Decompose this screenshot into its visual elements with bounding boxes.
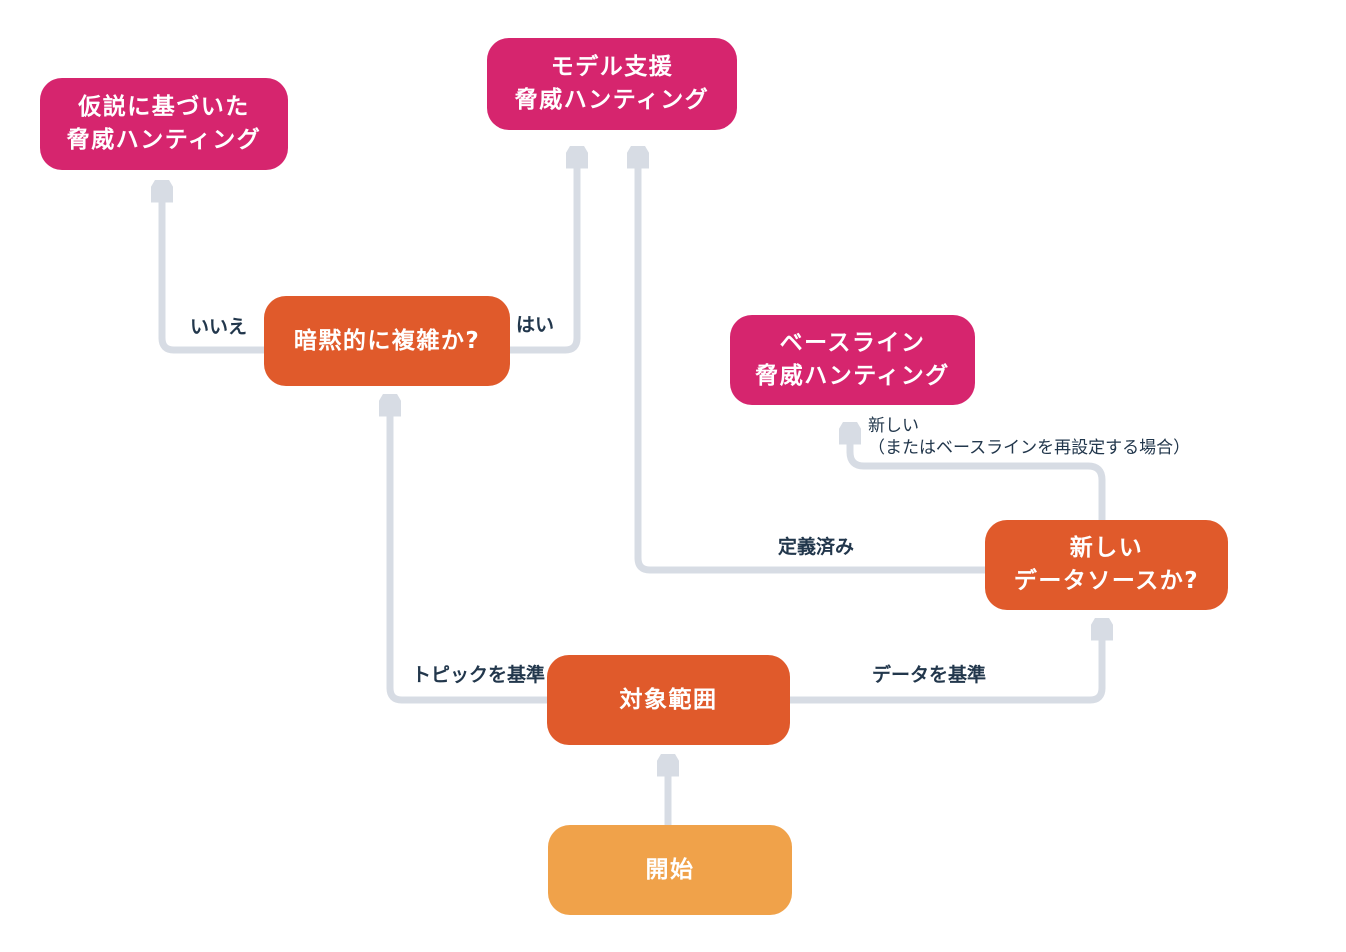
edge-label-data-based: データを基準	[872, 664, 987, 686]
edge-label-predefined: 定義済み	[778, 536, 855, 558]
node-model-assisted-threat-hunting: モデル支援 脅威ハンティング	[487, 38, 737, 130]
connector-scope-to-newdata	[790, 626, 1102, 704]
edge-label-yes: はい	[516, 314, 555, 336]
node-start: 開始	[548, 825, 792, 915]
connector-complex-to-model	[510, 154, 577, 354]
connector-newdata-to-baseline	[850, 430, 1106, 520]
node-start-label: 開始	[645, 856, 695, 883]
node-new-data-source-question: 新しい データソースか?	[985, 520, 1228, 610]
node-implicitly-complex-label: 暗黙的に複雑か?	[293, 327, 481, 354]
node-scope: 対象範囲	[547, 655, 790, 745]
node-baseline-threat-hunting: ベースライン 脅威ハンティング	[730, 315, 975, 405]
node-baseline-label: ベースライン 脅威ハンティング	[755, 330, 950, 389]
node-implicitly-complex-question: 暗黙的に複雑か?	[264, 296, 510, 386]
connector-complex-to-hypothesis	[162, 188, 264, 354]
connector-scope-to-complex	[390, 402, 547, 704]
edge-label-new-or-rebaseline: 新しい （またはベースラインを再設定する場合）	[868, 416, 1191, 458]
node-hypothesis-label: 仮説に基づいた 脅威ハンティング	[66, 94, 262, 153]
node-new-data-source-label: 新しい データソースか?	[1013, 535, 1200, 594]
node-scope-label: 対象範囲	[619, 686, 718, 713]
connector-newdata-to-model	[638, 154, 985, 574]
node-model-assisted-label: モデル支援 脅威ハンティング	[514, 54, 710, 113]
node-hypothesis-threat-hunting: 仮説に基づいた 脅威ハンティング	[40, 78, 288, 170]
edge-label-no: いいえ	[190, 316, 248, 338]
edge-label-topic-based: トピックを基準	[412, 664, 546, 686]
